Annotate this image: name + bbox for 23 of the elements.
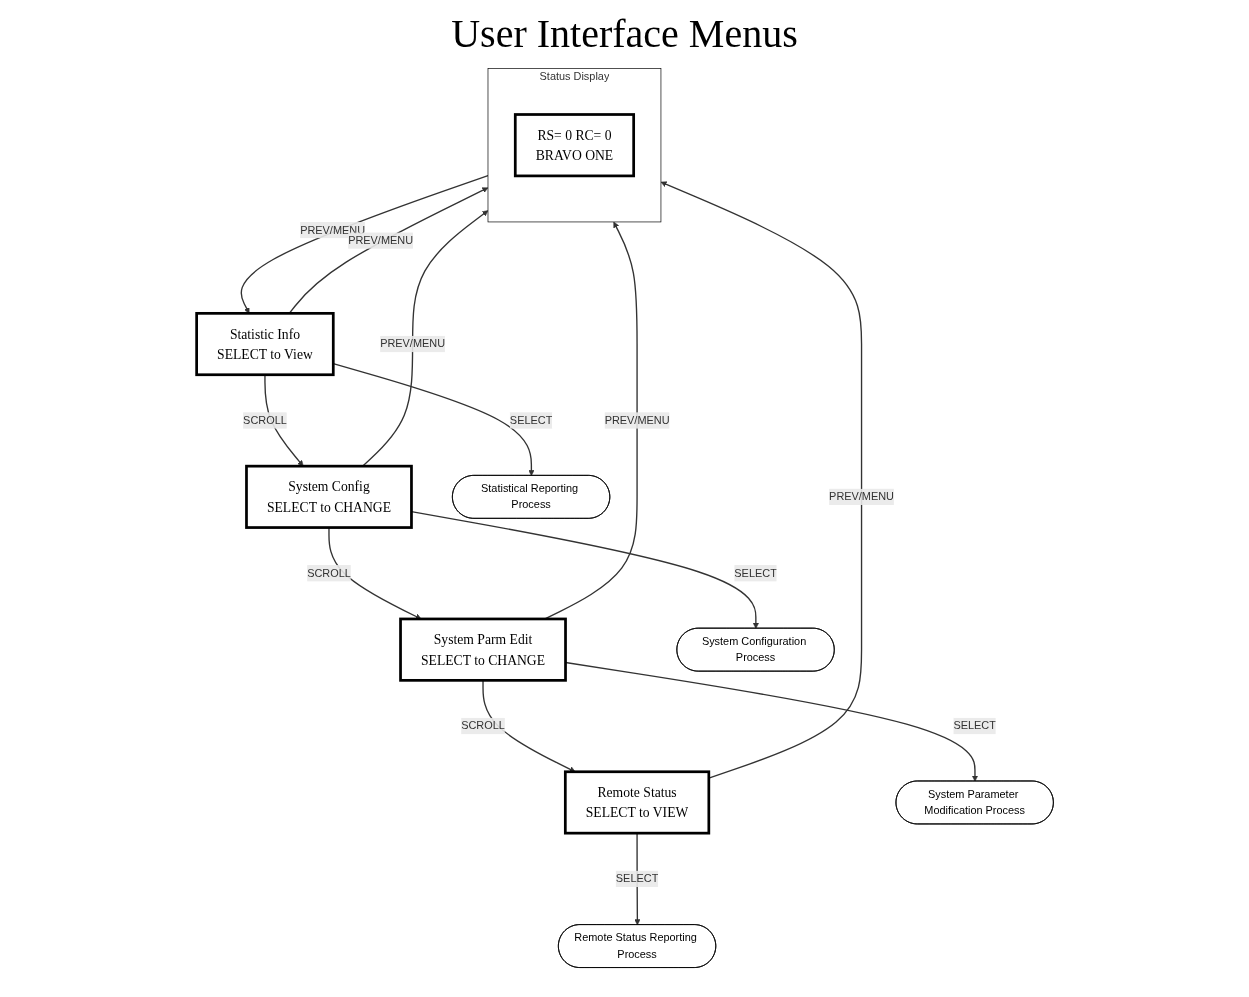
edge-label: PREV/MENU xyxy=(379,337,445,350)
arrow xyxy=(240,174,489,314)
node-box: System Parm Edit SELECT to CHANGE xyxy=(398,617,567,682)
node-box: Remote Status SELECT to VIEW xyxy=(563,770,710,835)
edge-label: PREV/MENU xyxy=(604,414,670,426)
diagram-title: User Interface Menus xyxy=(450,10,799,57)
arrow xyxy=(410,510,759,629)
arrow xyxy=(361,210,488,467)
arrow xyxy=(332,363,534,476)
edge-label: PREV/MENU xyxy=(347,234,413,247)
edge-label: SCROLL xyxy=(306,567,351,579)
node-box: RS= 0 RC= 0 BRAVO ONE xyxy=(513,113,635,178)
edge-label: PREV/MENU xyxy=(299,223,365,236)
edge-label: SELECT xyxy=(733,567,777,579)
edge-label: SCROLL xyxy=(242,414,287,426)
node-box: System Config SELECT to CHANGE xyxy=(244,464,413,529)
edge-label: SELECT xyxy=(952,719,996,732)
edge-label: SELECT xyxy=(615,872,658,885)
node-box: Statistic Info SELECT to View xyxy=(194,312,335,377)
edge-label: SCROLL xyxy=(460,719,505,732)
edge-label: SELECT xyxy=(509,414,552,426)
edge-label: PREV/MENU xyxy=(828,490,894,503)
arrow xyxy=(660,181,862,779)
